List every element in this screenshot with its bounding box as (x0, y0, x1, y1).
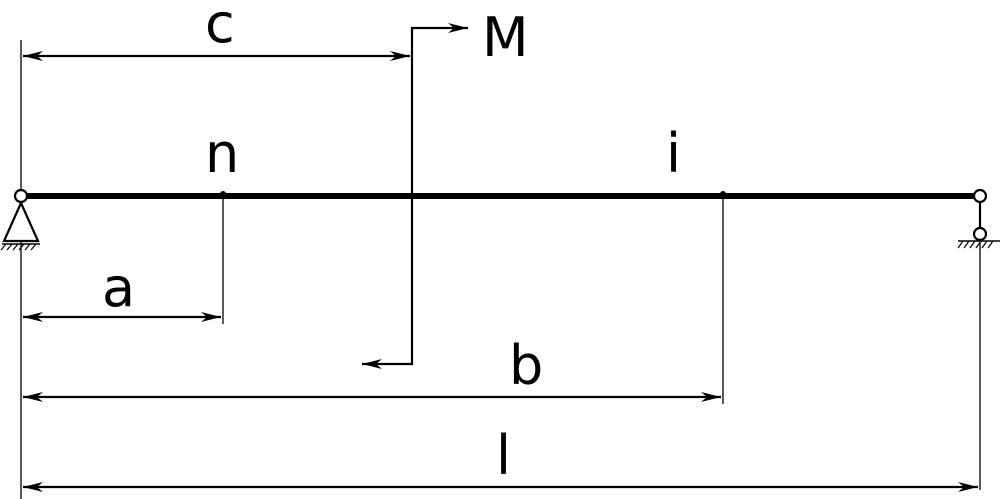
roller-support-top-hinge (972, 188, 988, 204)
label-M: M (482, 6, 529, 69)
label-b: b (509, 334, 543, 397)
point-i-dot (720, 191, 726, 197)
roller-support (957, 188, 1000, 249)
label-n: n (205, 122, 239, 185)
section-line (362, 23, 468, 369)
label-c: c (205, 0, 235, 55)
pinned-support-hatching (0, 243, 37, 251)
roller-support-hatching (957, 240, 994, 249)
roller-support-bottom-hinge (972, 226, 988, 242)
label-a: a (102, 256, 135, 319)
point-n-dot (220, 191, 226, 197)
label-l: l (496, 424, 511, 487)
pinned-support-hinge (13, 188, 29, 204)
extension-lines (20, 40, 981, 499)
pinned-support (0, 188, 40, 251)
dimension-lines (23, 51, 978, 492)
pinned-support-triangle (2, 200, 40, 243)
section-cut (362, 23, 468, 369)
label-i: i (666, 122, 681, 185)
